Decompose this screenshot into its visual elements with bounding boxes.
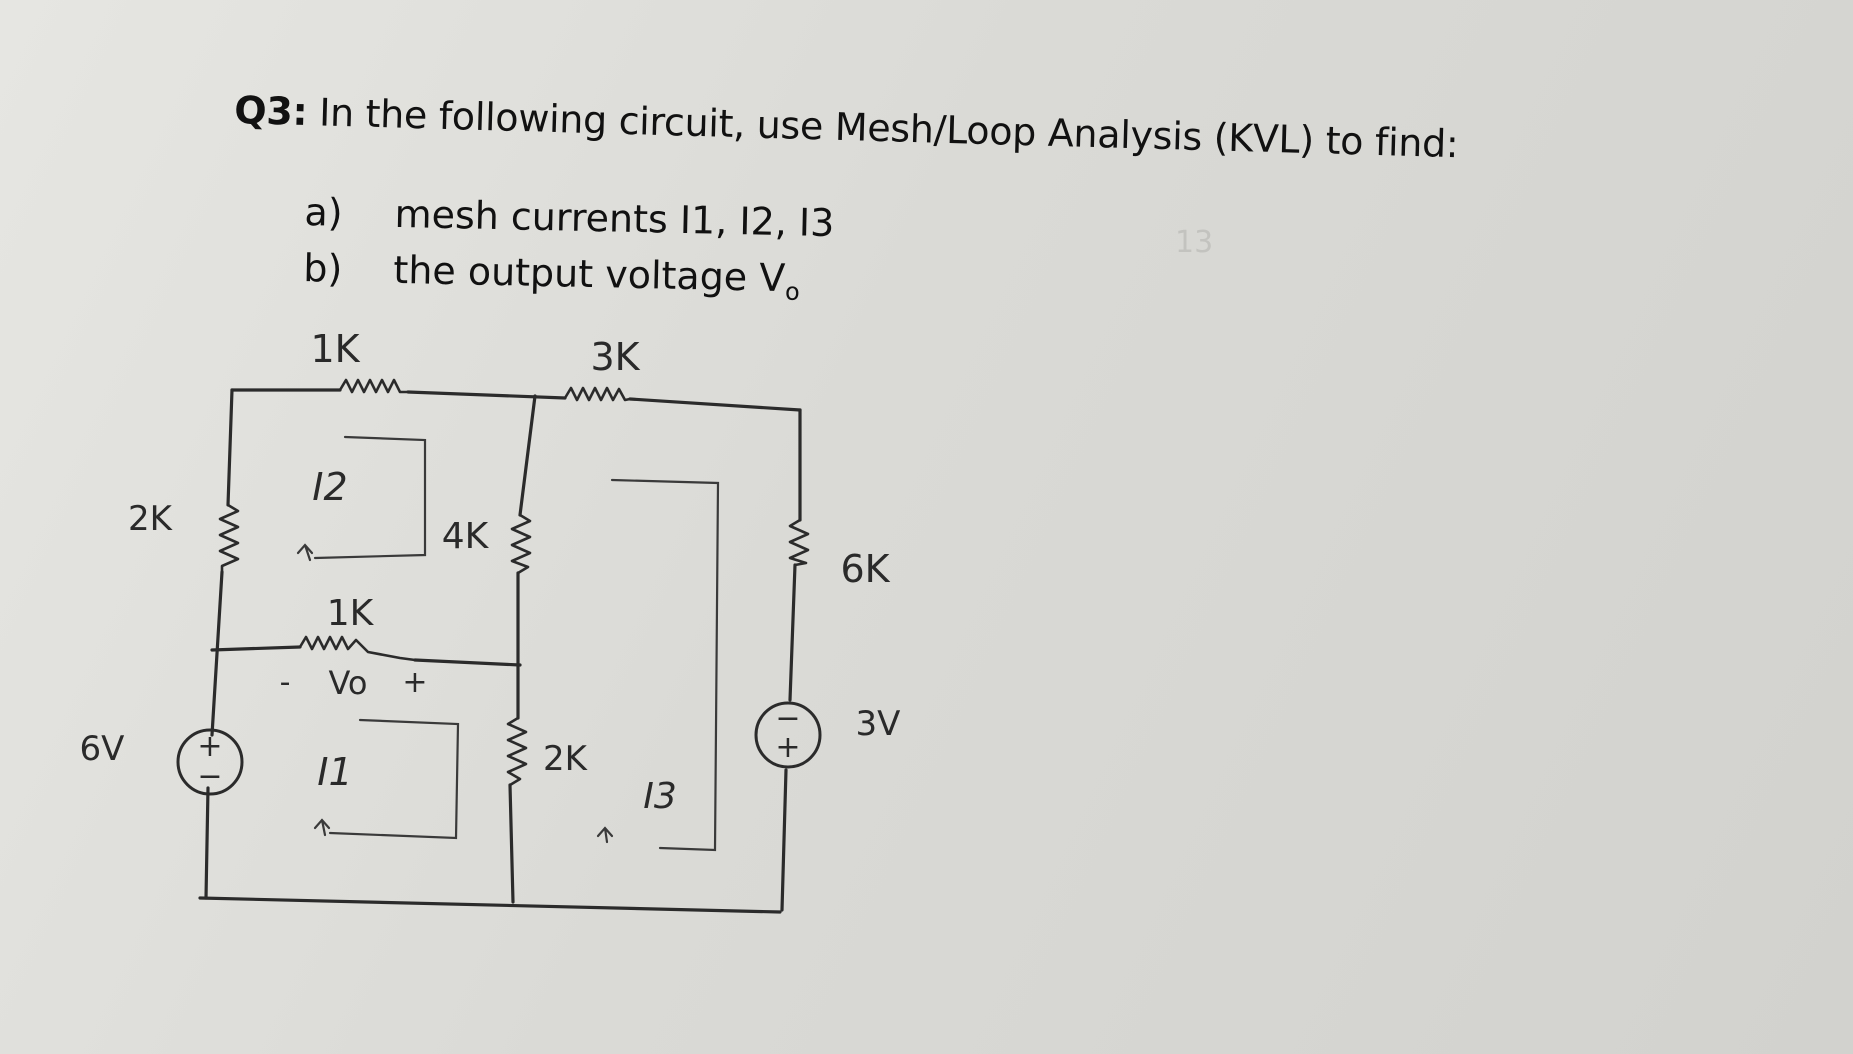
top-wire: [230, 388, 802, 412]
source-6v-minus: −: [197, 759, 222, 794]
mesh-2-arrow: [296, 543, 314, 562]
resistor-4k-middle-zigzag: [510, 513, 532, 575]
left-wire: [204, 388, 234, 900]
mesh-3-arrow: [596, 826, 614, 844]
source-3v-plus: +: [775, 730, 800, 765]
faint-pencil-mark: 13: [1175, 225, 1214, 260]
middle-horizontal-wire: [210, 645, 522, 667]
bottom-wire: [198, 896, 782, 914]
middle-wire-lower: [508, 783, 515, 904]
source-3v-circle: [754, 701, 822, 769]
label-mesh-1: I1: [317, 750, 352, 794]
label-r-left: 2K: [128, 499, 174, 539]
label-mesh-3: I3: [643, 776, 677, 817]
label-r-middle-lower: 2K: [543, 739, 589, 779]
resistor-1k-horizontal-zigzag: [298, 635, 416, 662]
resistor-2k-left-zigzag: [218, 503, 240, 572]
label-r-middle-upper: 4K: [442, 516, 490, 557]
source-6v-circle: [176, 728, 244, 796]
voltage-source-6v: + −: [176, 728, 244, 796]
circuit-wires: [198, 388, 802, 914]
label-vo: Vo: [329, 664, 368, 702]
mesh-1-arrow: [313, 818, 331, 837]
mesh-3-loop: [610, 478, 720, 852]
mesh-1-loop: [328, 718, 460, 840]
label-vo-minus: -: [280, 665, 291, 700]
label-r-right: 6K: [840, 547, 890, 591]
resistor-2k-lower-zigzag: [506, 716, 528, 787]
label-r-top-left: 1K: [310, 327, 360, 371]
label-source-3v: 3V: [856, 704, 901, 744]
label-r-middle-horizontal: 1K: [327, 593, 375, 634]
right-wire: [780, 408, 802, 912]
mesh-2-loop: [313, 435, 427, 560]
resistor-6k-right-zigzag: [788, 518, 810, 567]
source-6v-plus: +: [197, 729, 222, 764]
resistor-3k-top-zigzag: [563, 386, 631, 402]
source-3v-minus: −: [775, 701, 800, 736]
label-r-top-right: 3K: [590, 335, 640, 379]
label-mesh-2: I2: [312, 465, 347, 509]
resistor-1k-top-zigzag: [338, 378, 408, 394]
label-vo-plus: +: [402, 665, 427, 700]
label-source-6v: 6V: [80, 729, 125, 769]
voltage-source-3v: − +: [754, 701, 822, 769]
middle-wire-upper: [516, 394, 537, 720]
